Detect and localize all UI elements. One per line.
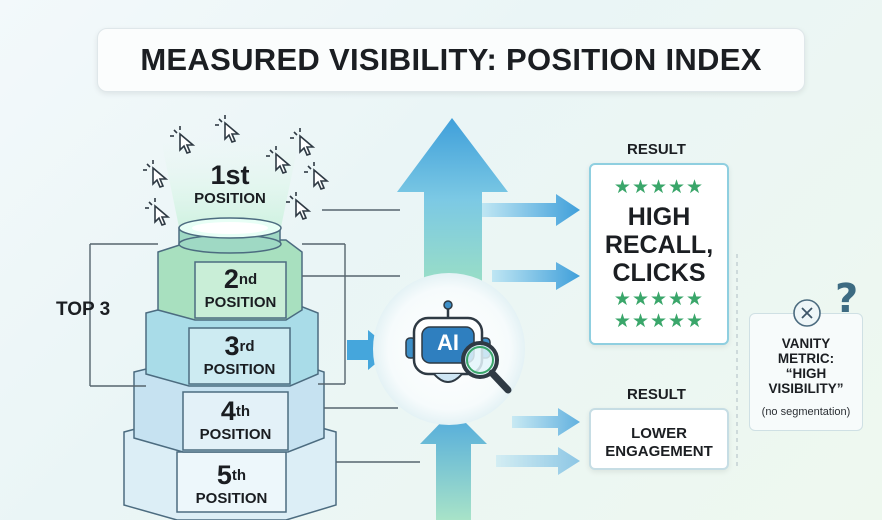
star-row-top: ★★★★★: [613, 177, 705, 198]
ai-robot-icon: AI: [400, 300, 520, 400]
vanity-line-2: METRIC:: [777, 351, 835, 366]
close-circle-icon: [793, 299, 821, 327]
arrow-to-ai: [347, 330, 392, 370]
tier-3: [145, 301, 319, 387]
result-high-line-3: CLICKS: [612, 259, 706, 287]
position-5-number: 5: [216, 460, 232, 490]
result-card-low: LOWER ENGAGEMENT: [589, 408, 729, 470]
position-2-label: 2nd POSITION: [195, 264, 286, 311]
vanity-metric-card: VANITY METRIC: “HIGH VISIBILITY” (no seg…: [749, 299, 863, 431]
top-disc: [178, 217, 282, 254]
position-1-label: 1st POSITION: [180, 160, 280, 207]
position-3-caption: POSITION: [203, 361, 276, 378]
position-3-number: 3: [224, 331, 240, 361]
cursor-click-icon: [215, 115, 241, 143]
result-low-line-1: LOWER: [631, 425, 687, 442]
position-5-label: 5th POSITION: [177, 460, 286, 507]
result-title-2: RESULT: [627, 386, 686, 403]
star-row-bottom-2: ★★★★★: [613, 311, 705, 332]
arrow-to-result-high-1: [482, 194, 580, 226]
connector-lines: [89, 209, 420, 463]
arrow-to-result-low-2: [496, 447, 580, 475]
position-2-caption: POSITION: [204, 294, 277, 311]
vanity-line-3: “HIGH: [785, 366, 827, 381]
position-4-suffix: th: [235, 403, 251, 420]
position-3-label: 3rd POSITION: [189, 331, 290, 378]
top-3-label: TOP 3: [56, 299, 111, 320]
position-3-suffix: rd: [239, 338, 255, 355]
cursor-click-icon: [143, 160, 169, 188]
cursor-click-icon: [170, 126, 196, 154]
position-1-suffix: st: [225, 160, 250, 190]
arrow-to-result-high-2: [492, 262, 580, 290]
tier-2: [157, 239, 303, 321]
cursor-click-icon: [304, 162, 330, 190]
lower-up-arrow: [420, 410, 487, 520]
ai-badge-text: AI: [437, 330, 459, 355]
vanity-title: VANITY METRIC: “HIGH VISIBILITY”: [750, 336, 862, 396]
result-high-line-2: RECALL,: [604, 231, 714, 259]
position-4-label: 4th POSITION: [183, 396, 288, 443]
cursor-click-icon: [286, 192, 312, 220]
title-banner: MEASURED VISIBILITY: POSITION INDEX: [97, 28, 805, 92]
position-1-caption: POSITION: [194, 190, 266, 207]
ai-robot-graphic: [405, 300, 512, 394]
cursor-click-icon: [145, 198, 171, 226]
first-position-glow: [160, 135, 300, 232]
position-2-number: 2: [223, 264, 239, 294]
arrow-to-result-low-1: [512, 408, 580, 436]
result-title-1: RESULT: [627, 141, 686, 158]
position-5-caption: POSITION: [195, 490, 268, 507]
star-row-bottom-1: ★★★★★: [613, 289, 705, 310]
cursor-click-icon: [290, 128, 316, 156]
result-low-line-2: ENGAGEMENT: [605, 443, 713, 460]
position-5-suffix: th: [231, 467, 247, 484]
question-icon: ?: [835, 276, 859, 322]
page-title: MEASURED VISIBILITY: POSITION INDEX: [140, 42, 762, 77]
position-4-caption: POSITION: [199, 426, 272, 443]
result-high-line-1: HIGH: [627, 203, 691, 231]
cursor-click-icon: [266, 146, 292, 174]
position-4-number: 4: [220, 396, 236, 426]
main-up-arrow: [397, 118, 508, 300]
result-card-high: ★★★★★ HIGH RECALL, CLICKS ★★★★★ ★★★★★: [589, 163, 729, 345]
position-2-suffix: nd: [238, 271, 258, 288]
vanity-note: (no segmentation): [761, 406, 851, 418]
vanity-line-4: VISIBILITY”: [768, 381, 844, 396]
position-1-number: 1: [210, 160, 226, 190]
vanity-line-1: VANITY: [781, 336, 831, 351]
